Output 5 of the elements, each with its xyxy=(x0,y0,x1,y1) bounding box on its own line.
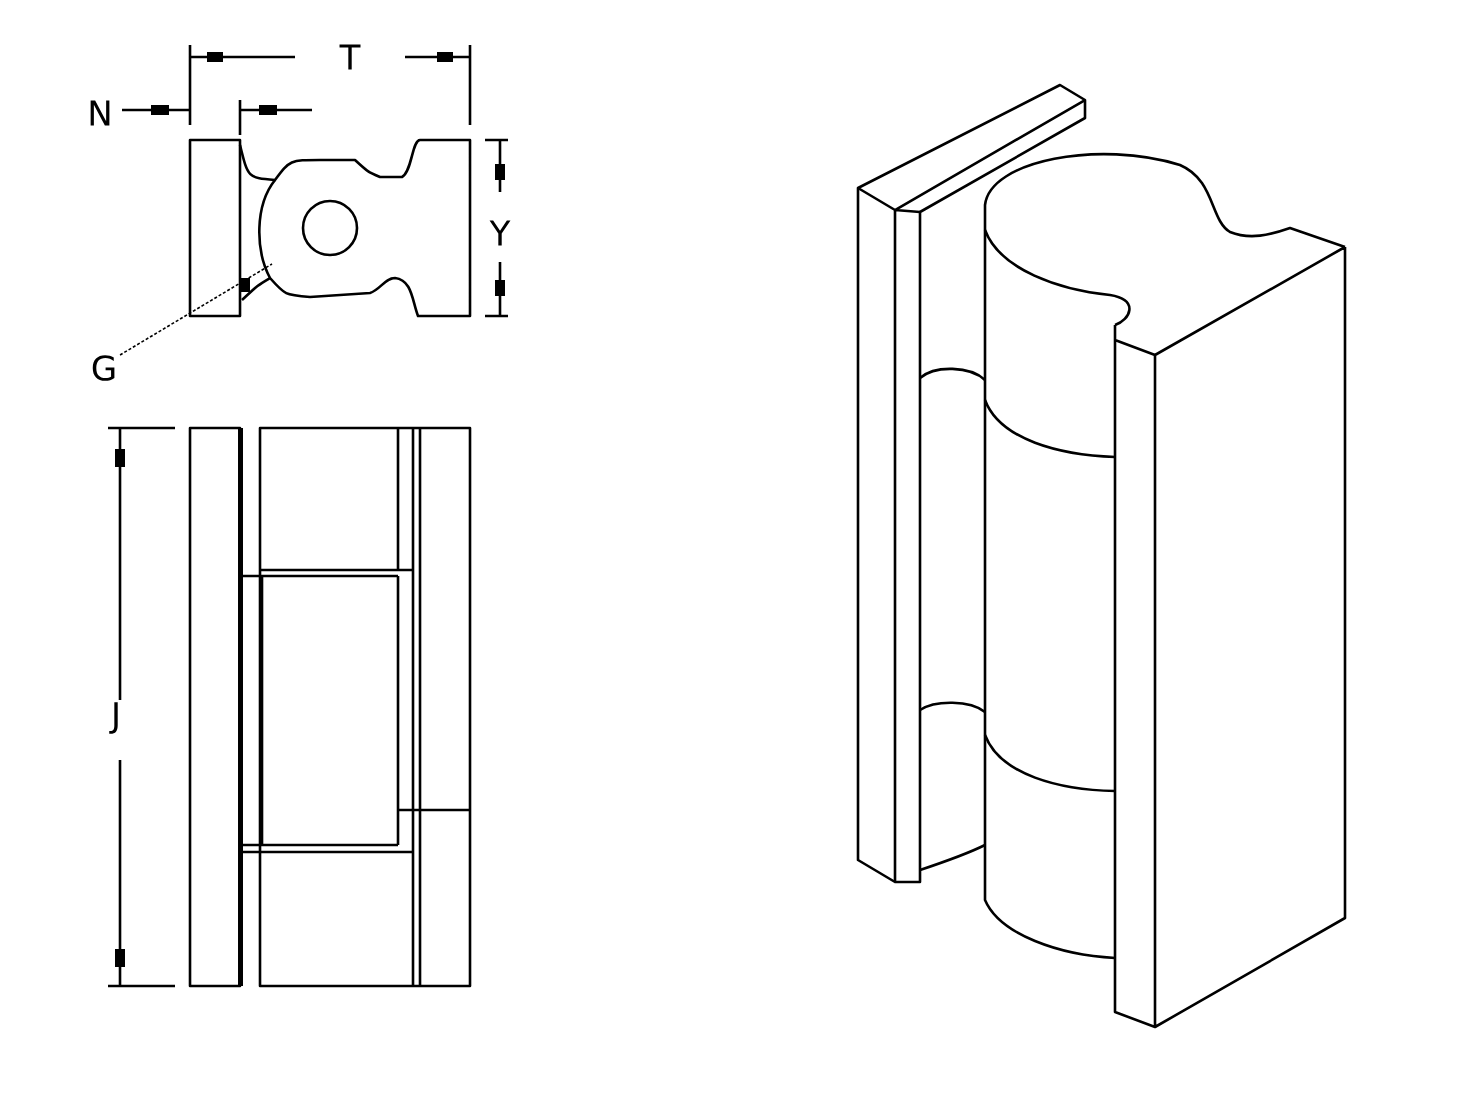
dimension-label: T xyxy=(337,42,363,72)
dimension-label: N xyxy=(85,98,115,128)
dimension-label: J xyxy=(109,700,123,736)
dimension-label: Y xyxy=(487,218,513,248)
dimension-label: G xyxy=(88,353,120,383)
